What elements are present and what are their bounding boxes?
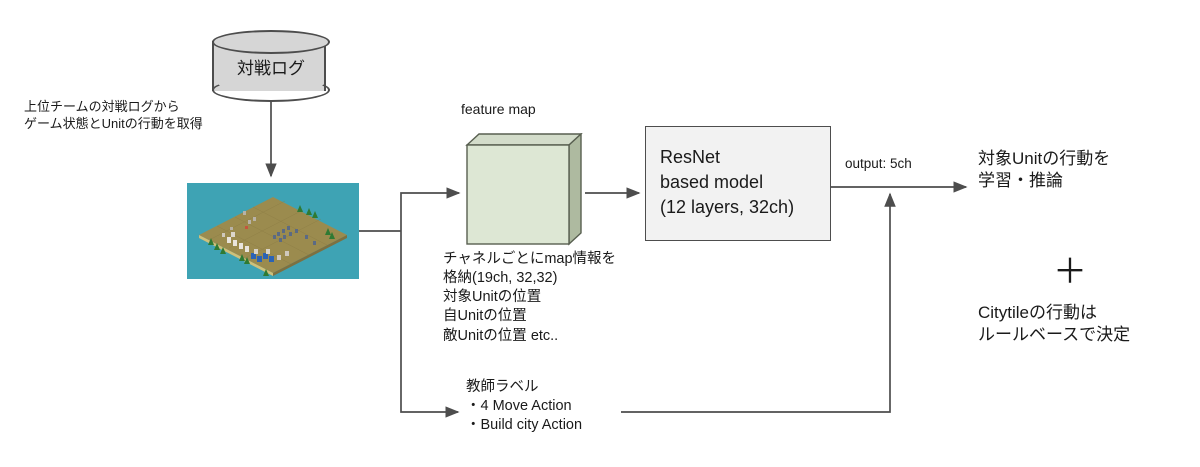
edge-teacherlabel-to-output xyxy=(621,192,896,413)
game-map-thumbnail xyxy=(187,183,359,279)
database-label: 対戦ログ xyxy=(237,59,305,78)
feature-map-node xyxy=(465,132,583,246)
database-node: 対戦ログ xyxy=(212,30,330,102)
cylinder-bottom-arc xyxy=(212,78,330,102)
feature-map-caption: feature map xyxy=(461,101,536,117)
teacher-label-note: 教師ラベル ・4 Move Action ・Build city Action xyxy=(466,379,583,434)
result-text: 対象Unitの行動を 学習・推論 xyxy=(978,149,1111,191)
game-map-render xyxy=(199,197,347,276)
edge-map-to-featuremap xyxy=(400,187,461,231)
output-channel-label: output: 5ch xyxy=(845,156,912,171)
plus-symbol: ＋ xyxy=(1053,253,1087,291)
citytile-note: Citytileの行動は ルールベースで決定 xyxy=(978,303,1131,345)
model-node: ResNet based model (12 layers, 32ch) xyxy=(645,126,831,241)
model-label-line3: (12 layers, 32ch) xyxy=(660,197,795,217)
edge-map-to-teacherlabel xyxy=(400,231,460,418)
model-label-line2: based model xyxy=(660,172,764,192)
source-note: 上位チームの対戦ログから ゲーム状態とUnitの行動を取得 xyxy=(24,99,203,132)
model-label-line1: ResNet xyxy=(660,147,721,167)
cylinder-top-ellipse xyxy=(212,30,330,54)
feature-map-3d xyxy=(465,132,583,246)
channel-note: チャネルごとにmap情報を 格納(19ch, 32,32) 対象Unitの位置 … xyxy=(443,251,617,344)
